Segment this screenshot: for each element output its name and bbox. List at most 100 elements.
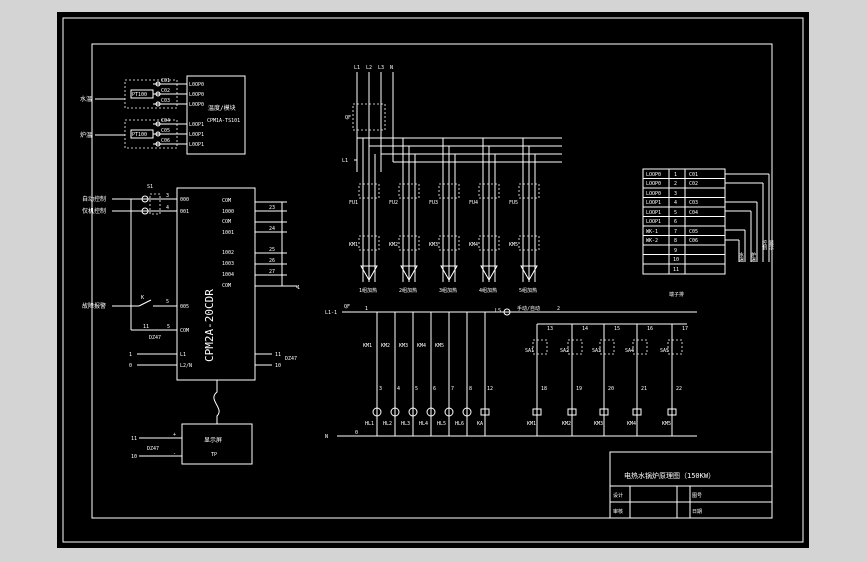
input-label-1: 自动控制: [82, 195, 106, 203]
tb-side-label-1: 水温: [738, 251, 744, 263]
rtd2-label: PT100: [132, 132, 147, 138]
lamp-label-7: KA: [477, 421, 483, 427]
contactor-label-4: KM4: [469, 242, 478, 248]
date-label: 日期: [692, 509, 702, 515]
sw-label-5: SA5: [660, 348, 669, 354]
temp-module-term-3: L0OP0: [189, 102, 204, 108]
pwr-num-left-2: 0: [129, 363, 132, 369]
ctrl-relay-label: 手动/自动: [517, 305, 540, 312]
coil-num-4: 21: [641, 386, 647, 392]
temp-module-label: 温度/模块: [208, 104, 236, 112]
main-qf-label: QF: [345, 115, 351, 121]
out-term-2: 1000: [222, 209, 234, 215]
outer-border: [62, 17, 804, 543]
com-num: 11: [143, 324, 149, 330]
temp-module-term-5: L0OP1: [189, 132, 204, 138]
contactor-label-5: KM5: [509, 242, 518, 248]
heater-branch-2: FU2 KM2 2组加热: [389, 138, 420, 294]
sw-label-2: SA2: [560, 348, 569, 354]
lamp-symbol-6: [462, 407, 472, 417]
fuse-label-1: FU1: [349, 200, 358, 206]
plc-section: CPM2A-20CDR 自动控制 仅机控制 S1 3 4 000 001 故障报…: [82, 184, 300, 424]
sw-num-2: 14: [582, 326, 588, 332]
fuse-label-5: FU5: [509, 200, 518, 206]
pwr-num-right-1: 11: [275, 352, 281, 358]
out-end-num: 1: [297, 285, 300, 291]
heater-branch-5: FU5 KM5 5组加热: [509, 138, 540, 294]
com-num-2: 5: [167, 324, 170, 330]
fuse-label-4: FU4: [469, 200, 478, 206]
tb-r2-c3: C02: [689, 181, 698, 187]
km-contact-1: KM1: [363, 343, 372, 349]
lamp-symbol-3: [408, 407, 418, 417]
tb-r4-c3: C03: [689, 200, 698, 206]
tb-r6-c2: 6: [674, 219, 677, 225]
heater-label-2: 2组加热: [399, 287, 417, 294]
fault-k-label: K: [141, 295, 144, 301]
tb-r7-c1: WK-1: [646, 229, 658, 235]
ctrl-num-1: 1: [365, 306, 368, 312]
fuse-label-2: FU2: [389, 200, 398, 206]
switch-s1-label: S1: [147, 184, 153, 190]
display-sign-minus: -: [173, 451, 176, 457]
lamp-label-3: HL3: [401, 421, 410, 427]
tb-r8-c1: WK-2: [646, 238, 658, 244]
control-circuit-section: L1-1 QF 1 2 LS 手动/自动 N 0 KM1 KM2 KM3 KM4…: [325, 304, 697, 440]
sensor-term-5: C05: [161, 128, 170, 134]
phase-label-2: L2: [366, 65, 372, 71]
coil-label-5: KM5: [662, 421, 671, 427]
sensor1-label: 水温: [80, 95, 92, 103]
out-num-3: 25: [269, 247, 275, 253]
heater-branch-1: FU1 KM1 1组加热: [349, 138, 380, 294]
sensor-term-3: C03: [161, 98, 170, 104]
relay-ka-coil: [480, 408, 490, 416]
tb-r6-c1: LOOP1: [646, 219, 661, 225]
display-sub: TP: [211, 452, 217, 458]
temp-module-term-2: L0OP0: [189, 92, 204, 98]
pwr-num-left-1: 1: [129, 352, 132, 358]
input-term-1: 000: [180, 197, 189, 203]
pwr-num-right-2: 10: [275, 363, 281, 369]
coil-symbol-2: [567, 408, 577, 416]
ctrl-l1-label: L1-1: [325, 310, 337, 316]
tb-r1-c1: LOOP0: [646, 172, 661, 178]
lamp-label-2: HL2: [383, 421, 392, 427]
temp-module-model: CPM1A-TS101: [207, 118, 240, 124]
coil-num-2: 19: [576, 386, 582, 392]
ctrl-ls-label: LS: [495, 308, 501, 314]
coil-num-3: 20: [608, 386, 614, 392]
terminal-table-caption: 端子排: [669, 291, 684, 298]
display-num-2: 10: [131, 454, 137, 460]
heater-label-1: 1组加热: [359, 287, 377, 294]
design-label: 设计: [613, 492, 623, 499]
lamp-num-5: 7: [451, 386, 454, 392]
tb-r5-c3: C04: [689, 210, 698, 216]
out-num-2: 24: [269, 226, 275, 232]
heater-label-5: 5组加热: [519, 287, 537, 294]
out-term-6: 1003: [222, 261, 234, 267]
contactor-label-2: KM2: [389, 242, 398, 248]
input-term-2: 001: [180, 209, 189, 215]
neutral-num: 0: [355, 430, 358, 436]
tb-r5-c1: LOOP1: [646, 210, 661, 216]
display-dz: DZ47: [147, 446, 159, 452]
tb-r8-c3: C06: [689, 238, 698, 244]
display-cable: [213, 380, 220, 424]
lamp-num-1: 3: [379, 386, 382, 392]
coil-num-1: 18: [541, 386, 547, 392]
tb-side-label-2: 炉温: [750, 251, 756, 263]
heater-branches: FU1 KM1 1组加热 FU2 KM2 2组加热 FU3 KM3 3组加热: [349, 138, 540, 294]
temp-module-box: [186, 75, 246, 155]
sw-num-1: 13: [547, 326, 553, 332]
lamp-label-4: HL4: [419, 421, 428, 427]
phase-label-3: L3: [378, 65, 384, 71]
out-term-5: 1002: [222, 250, 234, 256]
input-label-2: 仅机控制: [82, 207, 106, 215]
main-breaker: [352, 103, 386, 131]
fault-num: 5: [166, 299, 169, 305]
lamp-num-4: 6: [433, 386, 436, 392]
rtd1-label: PT100: [132, 92, 147, 98]
coil-num-5: 22: [676, 386, 682, 392]
tb-r5-c2: 5: [674, 210, 677, 216]
plc-label: CPM2A-20CDR: [203, 289, 216, 362]
